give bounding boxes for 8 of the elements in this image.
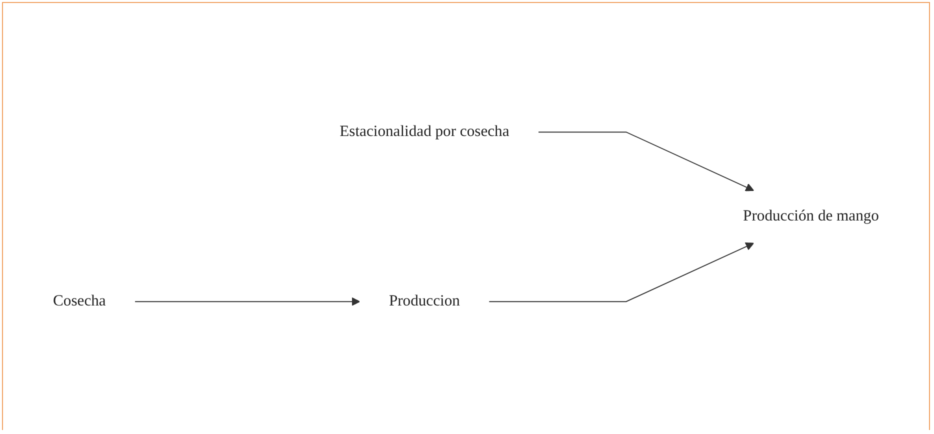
arrow: [538, 131, 754, 191]
node-text: Estacionalidad por cosecha: [340, 122, 510, 140]
node-text: Produccion: [388, 292, 460, 310]
page-frame: Estacionalidad por cosecha Cosecha Produccion Producción de mango: [2, 2, 930, 430]
arrow: [488, 242, 754, 302]
node-text: Cosecha: [53, 292, 106, 310]
arrow: [134, 296, 360, 306]
node-text: Producción de mango: [743, 208, 879, 224]
